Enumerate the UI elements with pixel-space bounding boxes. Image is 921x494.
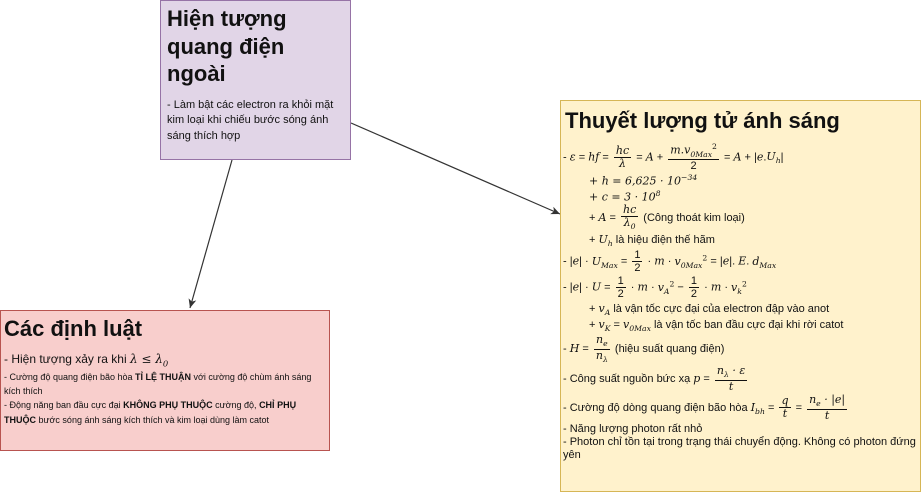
node-title: Thuyết lượng tử ánh sáng <box>565 108 840 133</box>
node-photoelectric-effect[interactable]: Hiện tượng quang điện ngoài - Làm bật cá… <box>160 0 351 160</box>
velocity-cathode: + vK = v0Max là vận tốc ban đầu cực đại … <box>589 317 844 333</box>
node-title: Các định luật <box>4 316 143 341</box>
speed-of-light: + c = 3 · 108 <box>589 188 661 204</box>
note-photon-motion: - Photon chỉ tồn tại trong trạng thái ch… <box>563 435 916 462</box>
edge-photo-to-quant <box>350 122 561 215</box>
note-small-energy: - Năng lượng photon rất nhỏ <box>563 422 703 435</box>
stopping-voltage: + Uh là hiệu điện thế hãm <box>589 232 715 249</box>
velocity-anode: + vA là vận tốc cực đại của electron đập… <box>589 301 830 317</box>
node-laws[interactable]: Các định luật - Hiện tượng xảy ra khi λ … <box>0 310 330 451</box>
formula-current: - Cường độ dòng quang điện bão hòa Ibh =… <box>563 392 848 422</box>
node-title: Hiện tượng quang điện ngoài <box>167 6 287 86</box>
law-saturation-current: - Cường độ quang điện bão hòa TỈ LỆ THUẬ… <box>4 371 312 397</box>
node-description: - Làm bật các electron ra khỏi mặt kim l… <box>167 98 334 143</box>
planck-constant: + h = 6,625 · 10−34 <box>589 172 698 188</box>
law-kinetic-energy: - Động năng ban đầu cực đại KHÔNG PHỤ TH… <box>4 400 297 425</box>
edge-photo-to-laws <box>188 159 233 309</box>
law-condition: - Hiện tượng xảy ra khi λ ≤ λ0 <box>4 351 169 368</box>
